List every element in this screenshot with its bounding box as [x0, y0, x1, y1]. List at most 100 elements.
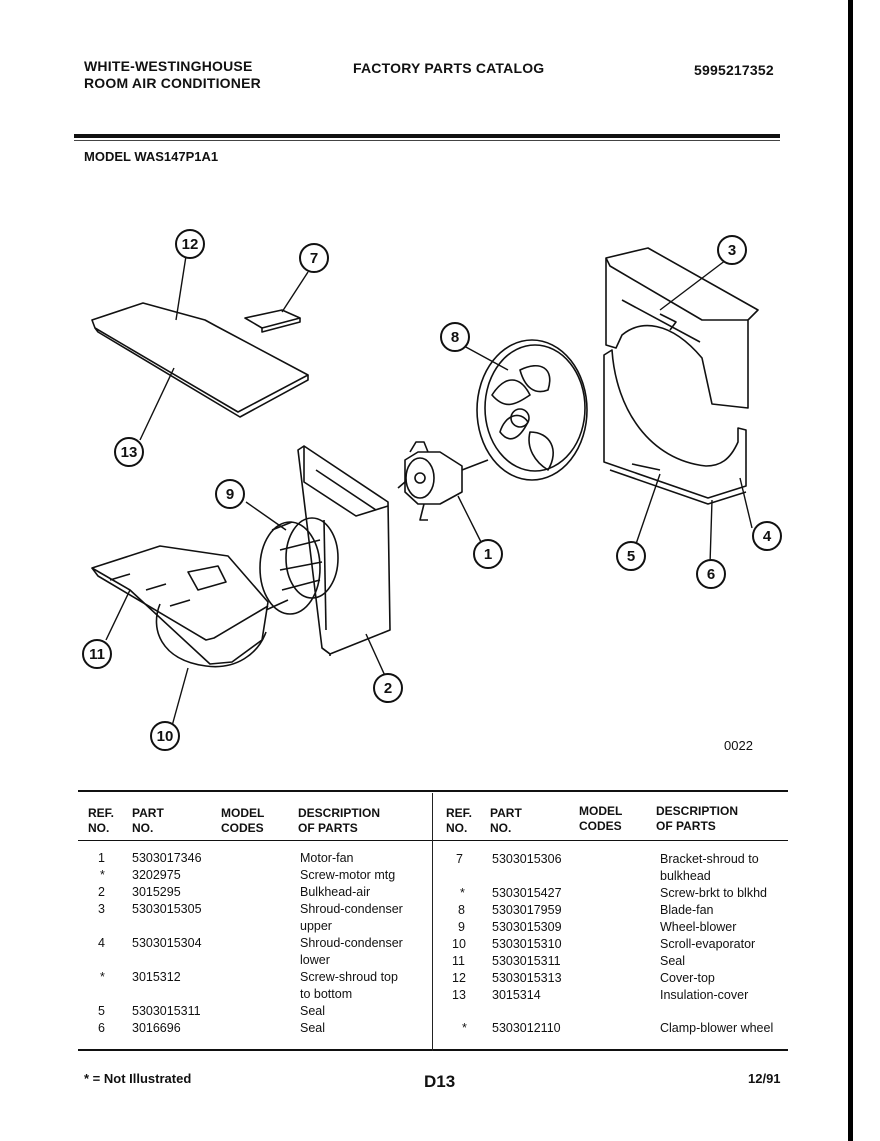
scroll-evaporator-part [91, 545, 269, 668]
page-number: D13 [424, 1072, 456, 1091]
left-row-7-ref: 5 [98, 1004, 105, 1018]
header-codes-left: MODEL CODES [221, 806, 265, 835]
right-row-7-part: 5303015313 [492, 971, 562, 985]
right-row-5-part: 5303015310 [492, 937, 562, 951]
brand-line-1: WHITE-WESTINGHOUSE [84, 58, 253, 74]
bracket-part [244, 309, 301, 329]
header-rule-thin [74, 140, 780, 141]
right-row-6-part: 5303015311 [492, 954, 561, 968]
motor-fan-part [397, 441, 489, 521]
left-row-6-part: 3015312 [132, 970, 181, 984]
blower-wheel-part [259, 517, 339, 615]
header-desc-right: DESCRIPTION OF PARTS [656, 804, 739, 833]
header-codes-right: MODEL CODES [579, 804, 623, 833]
catalog-number: 5995217352 [694, 62, 774, 78]
right-row-5-ref: 10 [452, 937, 466, 951]
right-row-9-desc: Clamp-blower wheel [660, 1021, 774, 1035]
callout-12: 12 [182, 236, 199, 253]
brand-line-2: ROOM AIR CONDITIONER [84, 75, 261, 91]
right-row-1-part: 5303015306 [492, 852, 562, 866]
right-row-8-ref: 13 [452, 988, 466, 1002]
left-row-6-ref: * [100, 970, 105, 984]
left-row-8-desc: Seal [300, 1021, 326, 1035]
left-row-3-desc: Bulkhead-air [300, 885, 371, 899]
callout-4: 4 [763, 528, 772, 545]
right-row-3-ref: 8 [458, 903, 465, 917]
right-row-1-desc: Bracket-shroud to bulkhead [660, 852, 759, 883]
right-row-1-ref: 7 [456, 852, 463, 866]
right-row-8-part: 3015314 [492, 988, 541, 1002]
callout-6: 6 [707, 566, 715, 583]
header-desc-left: DESCRIPTION OF PARTS [298, 806, 381, 835]
right-row-3-part: 5303017959 [492, 903, 562, 917]
right-row-8-desc: Insulation-cover [660, 988, 749, 1002]
right-row-4-desc: Wheel-blower [660, 920, 737, 934]
bulkhead-part [297, 445, 391, 656]
shroud-lower-part [603, 349, 747, 499]
table-top-rule [78, 790, 788, 792]
header-part-left: PART NO. [132, 806, 164, 835]
callout-5: 5 [627, 548, 635, 565]
left-row-3-part: 3015295 [132, 885, 181, 899]
left-row-4-part: 5303015305 [132, 902, 202, 916]
left-row-1-desc: Motor-fan [300, 851, 354, 865]
header-part-right: PART NO. [490, 806, 522, 835]
callout-3: 3 [728, 242, 736, 259]
left-row-7-part: 5303015311 [132, 1004, 201, 1018]
right-row-7-ref: 12 [452, 971, 466, 985]
brand-header: WHITE-WESTINGHOUSE ROOM AIR CONDITIONER [84, 58, 261, 92]
callout-2: 2 [384, 680, 392, 697]
left-row-4-desc: Shroud-condenser upper [300, 902, 403, 933]
drawing-code: 0022 [724, 738, 753, 753]
left-row-1-part: 5303017346 [132, 851, 202, 865]
left-row-2-ref: * [100, 868, 105, 882]
catalog-date: 12/91 [748, 1071, 781, 1086]
not-illustrated-note: * = Not Illustrated [84, 1071, 192, 1086]
left-row-3-ref: 2 [98, 885, 105, 899]
left-row-6-desc: Screw-shroud top to bottom [300, 970, 398, 1001]
header-ref-right: REF. NO. [446, 806, 473, 835]
parts-table: REF. NO. PART NO. MODEL CODES DESCRIPTIO… [78, 790, 788, 1055]
left-row-5-part: 5303015304 [132, 936, 202, 950]
header-ref-left: REF. NO. [88, 806, 115, 835]
right-row-9-ref: * [462, 1021, 467, 1035]
left-row-1-ref: 1 [98, 851, 105, 865]
table-header-rule [78, 840, 788, 841]
table-column-divider [432, 793, 433, 1051]
shroud-upper-part [605, 247, 759, 409]
left-row-8-ref: 6 [98, 1021, 105, 1035]
callout-1: 1 [484, 546, 492, 563]
right-row-4-ref: 9 [458, 920, 465, 934]
fan-blade-part [476, 339, 588, 481]
callout-9: 9 [226, 486, 234, 503]
exploded-parts-diagram: 12 7 13 3 8 9 1 4 5 6 11 2 10 [82, 229, 782, 751]
left-row-2-part: 3202975 [132, 868, 181, 882]
left-row-5-desc: Shroud-condenser lower [300, 936, 403, 967]
right-row-2-desc: Screw-brkt to blkhd [660, 886, 767, 900]
model-label: MODEL WAS147P1A1 [84, 149, 219, 164]
cover-top-panel [91, 302, 309, 413]
right-row-2-ref: * [460, 886, 465, 900]
left-row-5-ref: 4 [98, 936, 105, 950]
right-row-6-ref: 11 [452, 954, 465, 968]
right-row-7-desc: Cover-top [660, 971, 715, 985]
callout-11: 11 [89, 646, 105, 663]
right-row-2-part: 5303015427 [492, 886, 562, 900]
left-row-8-part: 3016696 [132, 1021, 181, 1035]
right-row-9-part: 5303012110 [492, 1021, 561, 1035]
right-row-5-desc: Scroll-evaporator [660, 937, 756, 951]
left-row-2-desc: Screw-motor mtg [300, 868, 396, 882]
right-row-3-desc: Blade-fan [660, 903, 714, 917]
catalog-title: FACTORY PARTS CATALOG [353, 60, 545, 76]
right-row-6-desc: Seal [660, 954, 686, 968]
header-rule [74, 134, 780, 138]
callout-10: 10 [157, 728, 174, 745]
left-row-4-ref: 3 [98, 902, 105, 916]
left-row-7-desc: Seal [300, 1004, 326, 1018]
right-row-4-part: 5303015309 [492, 920, 562, 934]
callout-13: 13 [121, 444, 138, 461]
page-border-right [848, 0, 853, 1141]
callout-8: 8 [451, 329, 459, 346]
table-bottom-rule [78, 1049, 788, 1051]
callout-7: 7 [310, 250, 318, 267]
